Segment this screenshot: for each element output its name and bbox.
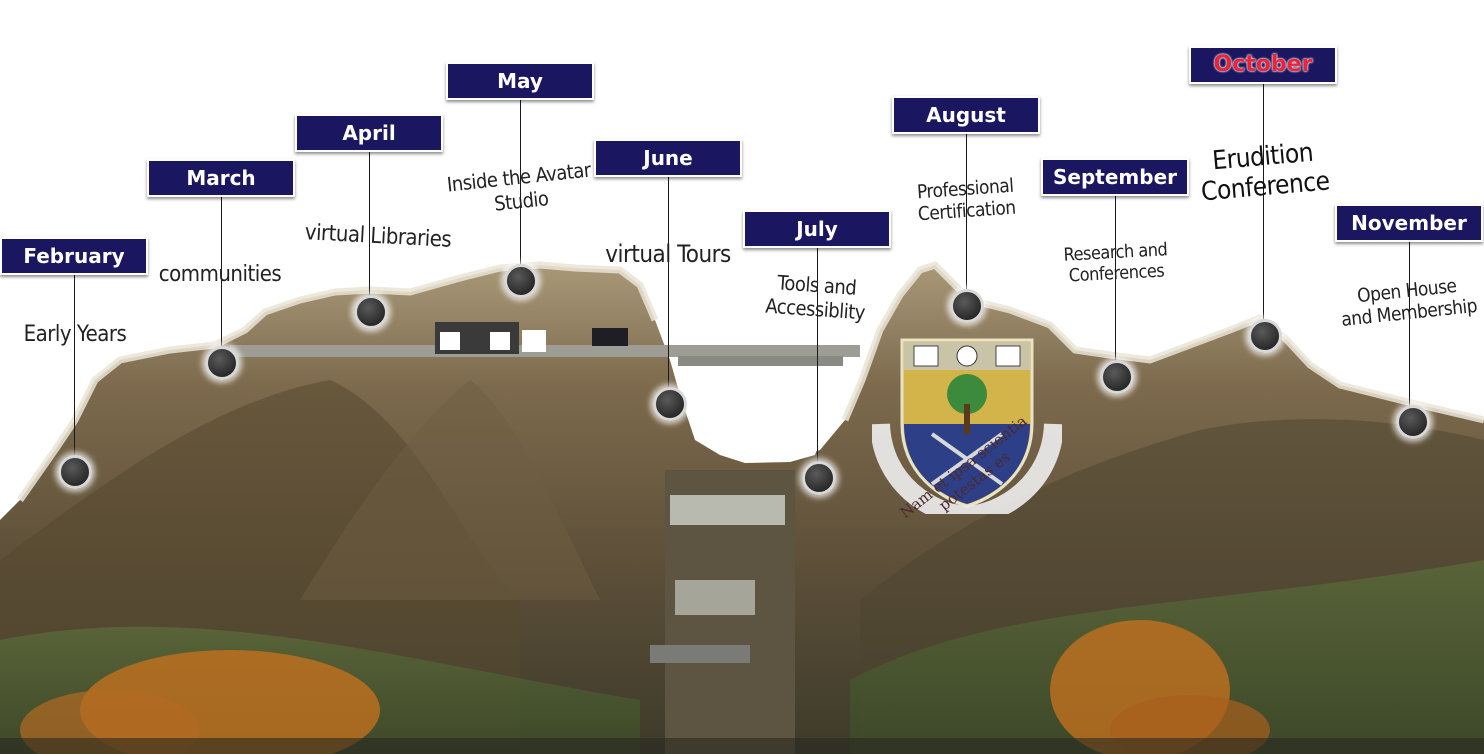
topic-label-june: virtual Tours (578, 240, 758, 268)
timeline-connector-october (1263, 84, 1264, 336)
milestone-node-may (504, 264, 538, 298)
milestone-node-april (354, 295, 388, 329)
milestone-node-march (205, 346, 239, 380)
month-banner-june: June (594, 139, 742, 177)
month-banner-april: April (295, 114, 443, 152)
milestone-node-october (1248, 319, 1282, 353)
month-banner-october: October (1189, 46, 1337, 84)
topic-label-line: communities (158, 262, 282, 287)
milestone-node-november (1396, 405, 1430, 439)
timeline-connector-march (221, 197, 222, 363)
milestone-node-july (802, 461, 836, 495)
timeline-connector-november (1409, 242, 1410, 422)
timeline-connector-august (966, 134, 967, 306)
timeline-connector-july (817, 248, 818, 478)
topic-label-line: virtual Tours (605, 240, 731, 268)
milestone-node-june (653, 387, 687, 421)
topic-label-march: communities (130, 262, 310, 287)
month-banner-march: March (147, 159, 295, 197)
milestone-node-february (58, 455, 92, 489)
topic-label-line: Early Years (23, 322, 127, 347)
month-banner-july: July (743, 210, 891, 248)
milestone-node-september (1100, 360, 1134, 394)
month-banner-august: August (892, 96, 1040, 134)
timeline-connector-february (74, 275, 75, 472)
timeline-connector-june (668, 177, 669, 404)
month-banner-november: November (1335, 204, 1483, 242)
milestone-node-august (950, 289, 984, 323)
topic-label-february: Early Years (0, 322, 165, 347)
month-banner-february: February (0, 237, 148, 275)
university-crest (872, 338, 1062, 514)
timeline-connector-may (520, 100, 521, 281)
month-banner-september: September (1041, 158, 1189, 196)
timeline-connector-september (1115, 196, 1116, 377)
month-banner-may: May (446, 62, 594, 100)
timeline-connector-april (369, 152, 370, 312)
